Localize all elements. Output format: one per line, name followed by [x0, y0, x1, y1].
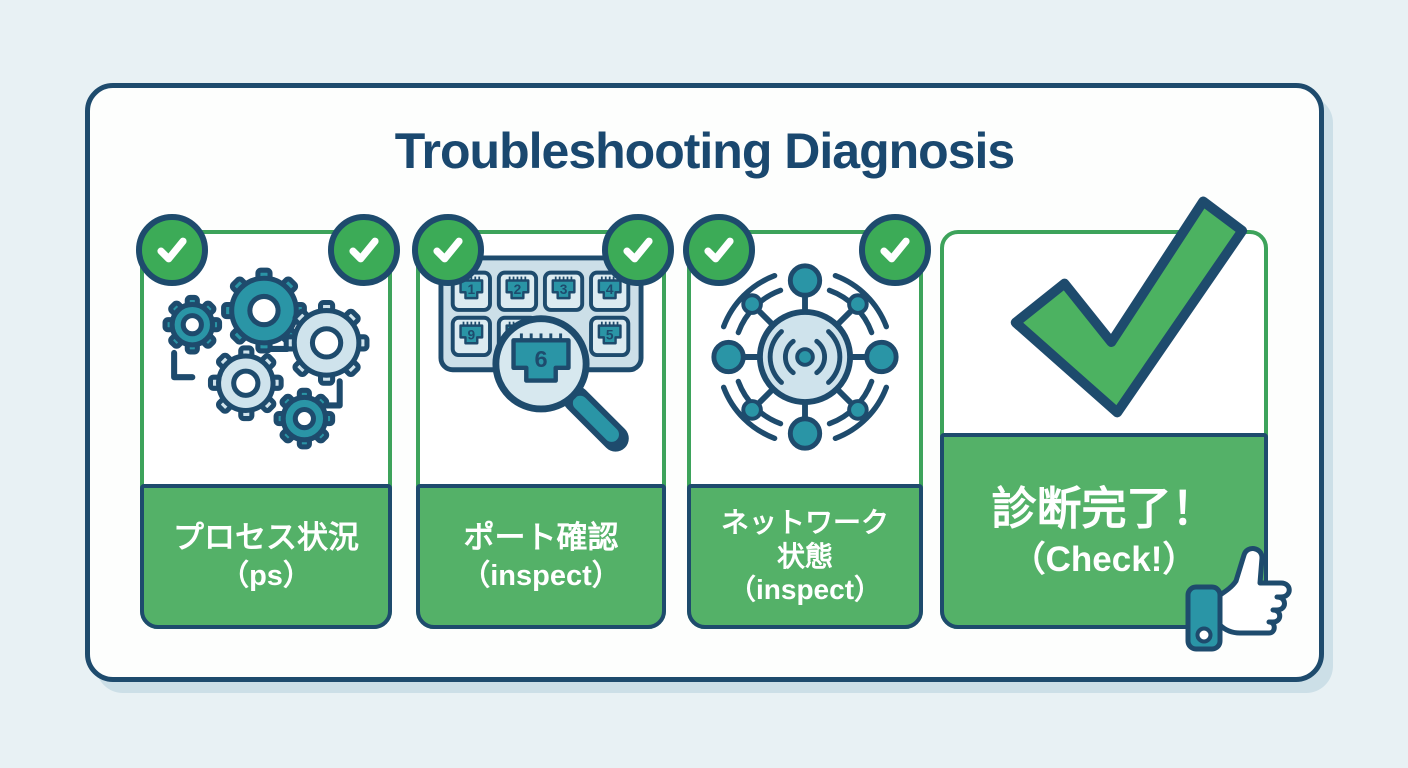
card-label-line: （Check!）	[1010, 540, 1198, 580]
ports-magnifier-icon: 1 2 3	[438, 255, 644, 452]
card-label-line: （ps）	[220, 559, 312, 592]
card-label-line: プロセス状況	[173, 520, 359, 555]
check-badge	[328, 214, 400, 286]
card-label: ネットワーク 状態 （inspect）	[687, 484, 923, 629]
svg-text:3: 3	[560, 282, 568, 297]
thumbs-up-icon	[1185, 546, 1292, 652]
check-badge	[412, 214, 484, 286]
svg-text:9: 9	[468, 327, 476, 342]
check-badge	[683, 214, 755, 286]
card-label-line: 診断完了！	[991, 482, 1217, 534]
card-process-status: プロセス状況 （ps）	[136, 214, 400, 629]
card-port-check: 1 2 3	[412, 214, 674, 629]
check-badge	[859, 214, 931, 286]
card-label: ポート確認 （inspect）	[416, 484, 666, 629]
main-panel: Troubleshooting Diagnosis	[85, 83, 1324, 682]
card-icon-area	[691, 234, 919, 480]
svg-text:6: 6	[534, 346, 547, 372]
card-icon-area: 1 2 3	[420, 234, 662, 480]
gears-icon	[162, 267, 370, 450]
checkmark-icon	[157, 237, 187, 263]
check-badge	[602, 214, 674, 286]
check-badge	[136, 214, 208, 286]
checkmark-icon	[704, 237, 734, 263]
card-label-line: 状態	[776, 540, 833, 572]
network-icon	[711, 263, 899, 451]
svg-text:2: 2	[514, 282, 522, 297]
checkmark-icon	[880, 237, 910, 263]
svg-text:4: 4	[606, 282, 614, 297]
card-diagnosis-complete: 診断完了！ （Check!）	[940, 196, 1292, 652]
card-label: プロセス状況 （ps）	[140, 484, 392, 629]
card-label-line: （inspect）	[727, 574, 883, 606]
card-label-line: （inspect）	[461, 559, 621, 592]
card-network-status: ネットワーク 状態 （inspect）	[683, 214, 931, 629]
card-label-line: ネットワーク	[720, 507, 889, 539]
svg-text:5: 5	[606, 327, 614, 342]
svg-text:1: 1	[468, 282, 476, 297]
page-title: Troubleshooting Diagnosis	[394, 123, 1015, 179]
checkmark-icon	[433, 237, 463, 263]
checkmark-icon	[623, 237, 653, 263]
card-icon-area	[144, 234, 388, 480]
checkmark-icon	[349, 237, 379, 263]
big-checkmark-icon	[1010, 196, 1248, 418]
card-label-line: ポート確認	[463, 520, 619, 555]
magnifier-glass: 6	[492, 315, 629, 452]
